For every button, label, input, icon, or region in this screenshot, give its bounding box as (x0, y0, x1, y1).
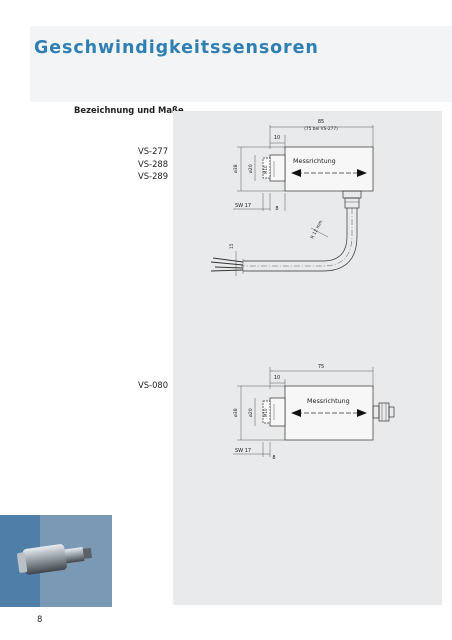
dim-sw17: SW 17 (235, 203, 251, 209)
section-label: Bezeichnung und Maße (74, 105, 184, 115)
model-label-vs080: VS-080 (138, 380, 169, 390)
dim-o20: ø20 (248, 408, 254, 417)
dim-sw17: SW 17 (235, 448, 251, 454)
dim-15: 15 (229, 243, 235, 249)
model-label: VS-289 (138, 171, 169, 181)
dim-o20: ø20 (248, 164, 254, 173)
dim-8: 8 (272, 455, 275, 461)
measure-direction-label: Messrichtung (293, 157, 336, 165)
sensor-photo (0, 515, 112, 607)
dim-o38: ø38 (233, 408, 239, 417)
header-band (30, 26, 452, 102)
dim-8: 8 (275, 206, 278, 212)
technical-drawings: 85 (75 bei VS-277) 10 ø38 ø20 M10 SW 17 … (210, 119, 395, 461)
dim-10: 10 (274, 135, 280, 141)
page-title: Geschwindigkeitssensoren (34, 38, 319, 58)
dim-85: 85 (318, 119, 324, 125)
dim-radius: R 12 mm (309, 219, 324, 239)
drawing-2-labels: 75 10 ø38 ø20 M10 SW 17 8 Messrichtung (233, 364, 350, 461)
model-label: VS-277 (138, 146, 169, 156)
dim-85-note: (75 bei VS-277) (304, 126, 338, 132)
dim-10: 10 (274, 375, 280, 381)
model-list-1: VS-277 VS-288 VS-289 (138, 145, 168, 183)
measure-direction-label: Messrichtung (307, 397, 350, 405)
sensor-illustration (16, 544, 93, 575)
model-label: VS-288 (138, 158, 169, 169)
dim-m10: M10 (263, 165, 268, 174)
drawing-1 (210, 125, 374, 276)
dim-m10: M10 (263, 408, 268, 417)
dim-75: 75 (318, 364, 324, 370)
drawing-2 (233, 367, 395, 457)
page-number: 8 (37, 614, 43, 624)
drawing-panel (173, 111, 442, 605)
dim-o38: ø38 (233, 164, 239, 173)
